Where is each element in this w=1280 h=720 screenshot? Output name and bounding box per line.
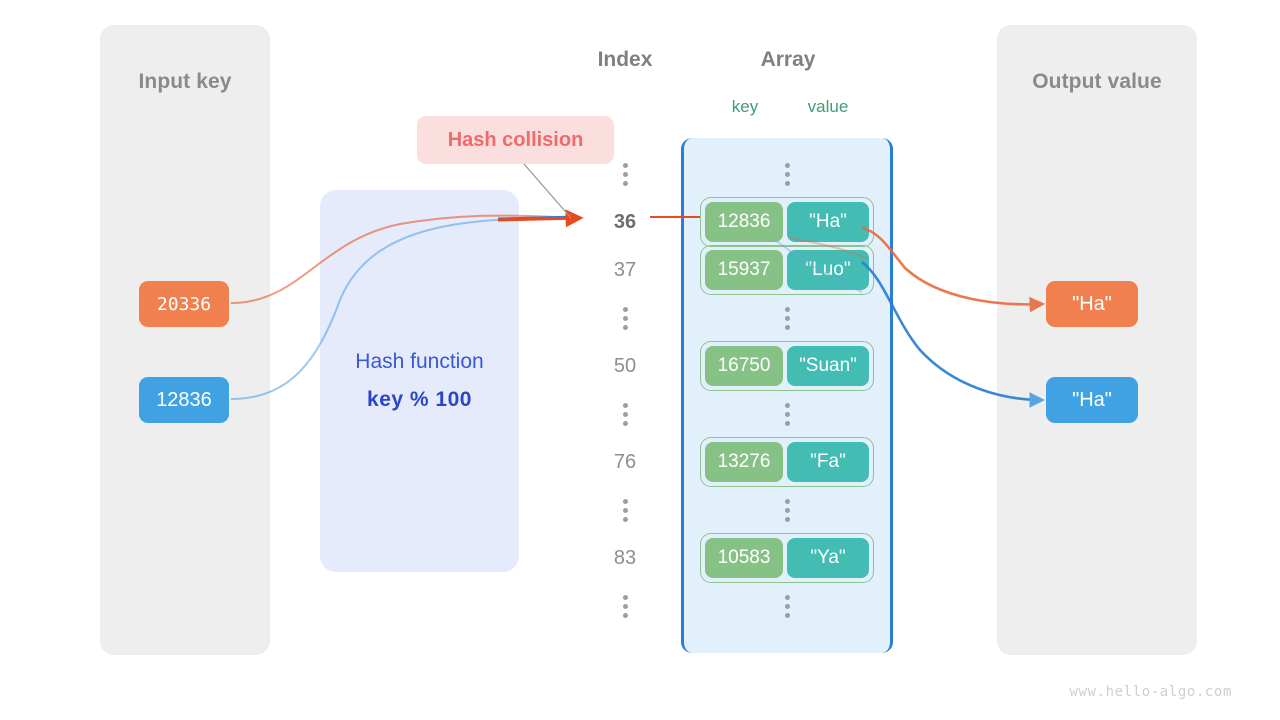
index-ellipsis — [592, 150, 658, 198]
entry-key-cell: 12836 — [705, 202, 783, 242]
output-value-panel-title: Output value — [1032, 70, 1162, 93]
hash-collision-badge: Hash collision — [417, 116, 614, 164]
array-entry: 13276"Fa" — [684, 437, 890, 487]
array-slot-list: 12836"Ha"15937"Luo"16750"Suan"13276"Fa"1… — [684, 150, 890, 630]
entry-key-cell: 13276 — [705, 442, 783, 482]
index-ellipsis — [592, 294, 658, 342]
input-key-chip-20336: 20336 — [139, 281, 229, 327]
output-value: "Ha" — [1072, 292, 1112, 315]
index-column: 36 37 50 76 83 — [592, 150, 658, 630]
array-entry: 12836"Ha" — [684, 197, 890, 247]
index-label-36: 36 — [613, 210, 637, 233]
vertical-dots-icon — [622, 498, 628, 522]
vertical-dots-icon — [622, 306, 628, 330]
key-value-pair: 10583"Ya" — [700, 533, 874, 583]
entry-value-cell: "Ya" — [787, 538, 869, 578]
hash-collision-label: Hash collision — [447, 128, 584, 151]
key-value-pair: 13276"Fa" — [700, 437, 874, 487]
array-entry: 15937"Luo" — [684, 245, 890, 295]
key-column-heading: key — [731, 97, 759, 116]
entry-value-cell: "Ha" — [787, 202, 869, 242]
index-ellipsis — [592, 486, 658, 534]
index-column-heading: Index — [597, 48, 653, 71]
vertical-dots-icon — [622, 402, 628, 426]
vertical-dots-icon — [784, 594, 790, 618]
index-label-83: 83 — [613, 546, 637, 569]
hash-function-title: Hash function — [355, 350, 484, 373]
entry-value-cell: "Fa" — [787, 442, 869, 482]
entry-value-cell: "Luo" — [787, 250, 869, 290]
index-label-76: 76 — [613, 450, 637, 473]
key-value-pair: 15937"Luo" — [700, 245, 874, 295]
vertical-dots-icon — [622, 594, 628, 618]
input-key-panel: Input key — [100, 25, 270, 655]
array-container: 12836"Ha"15937"Luo"16750"Suan"13276"Fa"1… — [681, 138, 893, 653]
output-value-chip-blue: "Ha" — [1046, 377, 1138, 423]
input-key-value: 20336 — [156, 293, 212, 315]
entry-key-cell: 10583 — [705, 538, 783, 578]
entry-value-cell: "Suan" — [787, 346, 869, 386]
vertical-dots-icon — [784, 498, 790, 522]
array-ellipsis — [684, 294, 890, 342]
index-label-50: 50 — [613, 354, 637, 377]
vertical-dots-icon — [784, 402, 790, 426]
input-key-panel-title: Input key — [138, 70, 232, 93]
array-ellipsis — [684, 582, 890, 630]
array-ellipsis — [684, 486, 890, 534]
index-ellipsis — [592, 582, 658, 630]
key-value-pair: 12836"Ha" — [700, 197, 874, 247]
array-entry: 16750"Suan" — [684, 341, 890, 391]
output-value: "Ha" — [1072, 388, 1112, 411]
input-key-chip-12836: 12836 — [139, 377, 229, 423]
output-value-chip-orange: "Ha" — [1046, 281, 1138, 327]
vertical-dots-icon — [784, 306, 790, 330]
vertical-dots-icon — [784, 162, 790, 186]
array-ellipsis — [684, 150, 890, 198]
watermark: www.hello-algo.com — [1069, 684, 1232, 700]
hash-function-formula: key % 100 — [367, 388, 472, 411]
vertical-dots-icon — [622, 162, 628, 186]
value-column-heading: value — [807, 97, 849, 116]
array-entry: 10583"Ya" — [684, 533, 890, 583]
entry-key-cell: 15937 — [705, 250, 783, 290]
input-key-value: 12836 — [156, 388, 212, 411]
hash-function-box: Hash function key % 100 — [320, 190, 519, 572]
index-label-37: 37 — [613, 258, 637, 281]
array-ellipsis — [684, 390, 890, 438]
entry-key-cell: 16750 — [705, 346, 783, 386]
output-value-panel: Output value — [997, 25, 1197, 655]
array-column-heading: Array — [760, 48, 816, 71]
key-value-pair: 16750"Suan" — [700, 341, 874, 391]
index-ellipsis — [592, 390, 658, 438]
